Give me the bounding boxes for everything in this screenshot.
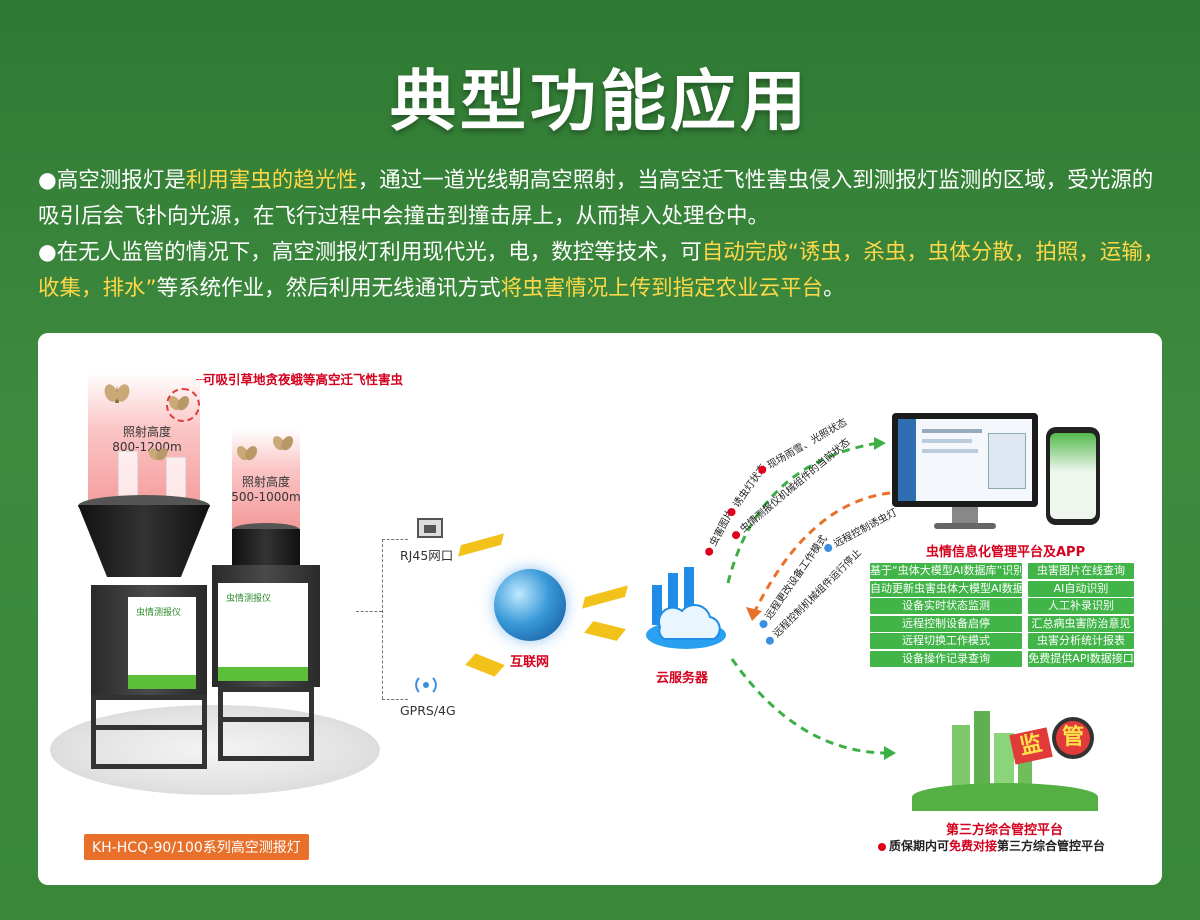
moth-icon bbox=[148, 448, 168, 461]
moth-icon bbox=[272, 436, 294, 451]
product-tag: KH-HCQ-90/100系列高空测报灯 bbox=[84, 834, 309, 860]
wireless-signal-icon bbox=[415, 677, 437, 693]
lightning-bolt-icon bbox=[458, 533, 504, 557]
feature-item: 远程控制设备启停 bbox=[870, 615, 1022, 632]
gprs-label: GPRS/4G bbox=[400, 703, 456, 718]
stand-brace bbox=[218, 717, 314, 722]
page-title: 典型功能应用 bbox=[390, 63, 810, 140]
ethernet-port-icon bbox=[417, 518, 443, 538]
impact-screen bbox=[118, 451, 138, 501]
feature-item: 免费提供API数据接口 bbox=[1028, 650, 1134, 667]
stand-brace bbox=[91, 725, 207, 730]
door-label: 虫情测报仪 bbox=[226, 594, 272, 604]
height-left-title: 照射高度 bbox=[122, 425, 171, 439]
funnel-body-right bbox=[232, 529, 300, 565]
feature-item: 设备操作记录查询 bbox=[870, 650, 1022, 667]
moth-icon bbox=[104, 384, 130, 403]
intro-p2-highlight-1: 自动完成“诱虫，杀虫，虫体分散，拍照，运输，收集，排水” bbox=[38, 240, 1165, 301]
badge-monitor: 监 bbox=[1009, 727, 1053, 765]
stand-left bbox=[91, 695, 207, 769]
phone-screen bbox=[1050, 433, 1096, 519]
intro-p2-c: 。 bbox=[823, 276, 845, 301]
connection-bracket bbox=[382, 539, 383, 699]
lightning-bolt-icon bbox=[465, 653, 505, 677]
height-label-left: 照射高度 800-1200m bbox=[102, 425, 192, 455]
height-right-title: 照射高度 bbox=[241, 475, 290, 489]
platform-title: 虫情信息化管理平台及APP bbox=[926, 545, 1086, 560]
feature-item: 设备实时状态监测 bbox=[870, 598, 1022, 614]
note-a: 质保期内可 bbox=[889, 839, 950, 853]
feature-item: 自动更新虫害虫体大模型AI数据库 bbox=[870, 580, 1035, 597]
intro-text: ●高空测报灯是利用害虫的趋光性，通过一道光线朝高空照射，当高空迁飞性害虫侵入到测… bbox=[38, 163, 1168, 307]
feature-item: 汇总病虫害防治意见 bbox=[1028, 615, 1134, 632]
door-label: 虫情测报仪 bbox=[136, 608, 182, 618]
monitor-stand bbox=[952, 507, 978, 523]
note-b: 第三方综合管控平台 bbox=[997, 839, 1106, 853]
highlight-circle bbox=[166, 388, 200, 422]
internet-label: 互联网 bbox=[510, 655, 550, 670]
intro-p1-a: ●高空测报灯是 bbox=[38, 168, 186, 193]
feature-item: 虫害图片在线查询 bbox=[1028, 563, 1134, 579]
lightning-bolt-icon bbox=[582, 585, 628, 609]
intro-p2-highlight-2: 将虫害情况上传到指定农业云平台 bbox=[500, 276, 824, 301]
upload-arrow bbox=[726, 437, 886, 584]
connection-bracket bbox=[382, 699, 408, 700]
monitor-base bbox=[934, 523, 996, 529]
badge-supervise: 管 bbox=[1052, 717, 1094, 759]
lightning-bolt-icon bbox=[584, 621, 626, 641]
third-party-arrow bbox=[730, 658, 896, 760]
third-party-note: 质保期内可免费对接第三方综合管控平台 bbox=[878, 837, 1105, 854]
third-party-title: 第三方综合管控平台 bbox=[946, 823, 1064, 838]
moth-icon bbox=[236, 446, 258, 461]
intro-p2-b: 等系统作业，然后利用无线通讯方式 bbox=[156, 276, 501, 301]
feature-item: 虫害分析统计报表 bbox=[1028, 633, 1134, 649]
intro-p1-b: ，通过一道光线朝高空照射，当高空迁飞性害虫侵入到测报灯监测的区域，受光源的吸引后… bbox=[38, 168, 1154, 229]
cloud-server-label: 云服务器 bbox=[656, 671, 709, 686]
platform-screen bbox=[898, 419, 1032, 501]
intro-paragraph-2: ●在无人监管的情况下，高空测报灯利用现代光，电，数控等技术，可自动完成“诱虫，杀… bbox=[38, 235, 1168, 307]
funnel-body-left bbox=[78, 505, 210, 577]
attract-label: 可吸引草地贪夜蛾等高空迁飞性害虫 bbox=[203, 372, 404, 387]
feature-item: 远程切换工作模式 bbox=[870, 633, 1022, 649]
intro-p2-a: ●在无人监管的情况下，高空测报灯利用现代光，电，数控等技术，可 bbox=[38, 240, 702, 265]
stand-right bbox=[218, 687, 314, 761]
rj45-label: RJ45网口 bbox=[400, 548, 454, 563]
feature-item: 人工补录识别 bbox=[1028, 598, 1134, 614]
cabinet-door-left: 虫情测报仪 bbox=[128, 597, 196, 689]
intro-p1-highlight: 利用害虫的趋光性 bbox=[185, 168, 358, 193]
feature-item: AI自动识别 bbox=[1028, 580, 1134, 597]
cabinet-door-right: 虫情测报仪 bbox=[218, 583, 308, 681]
pointer-line bbox=[196, 379, 206, 380]
impact-screen bbox=[166, 457, 186, 499]
connection-bracket bbox=[382, 539, 408, 540]
control-arrow bbox=[746, 491, 891, 621]
display-platform bbox=[50, 705, 380, 795]
internet-globe-icon bbox=[494, 569, 566, 641]
feature-item: 基于“虫体大模型AI数据库”识别 bbox=[870, 563, 1025, 579]
height-right-value: 500-1000m bbox=[231, 490, 301, 504]
diagram-card: 照射高度 800-1200m 可吸引草地贪夜蛾等高空迁飞性害虫 虫情测报仪 照射… bbox=[38, 333, 1162, 885]
city-skyline-icon: 监 管 bbox=[912, 705, 1112, 811]
height-label-right: 照射高度 500-1000m bbox=[224, 475, 308, 505]
note-highlight: 免费对接 bbox=[949, 839, 998, 853]
connection-bracket bbox=[356, 611, 382, 612]
cloud-server-icon bbox=[646, 567, 726, 649]
intro-paragraph-1: ●高空测报灯是利用害虫的趋光性，通过一道光线朝高空照射，当高空迁飞性害虫侵入到测… bbox=[38, 163, 1168, 235]
